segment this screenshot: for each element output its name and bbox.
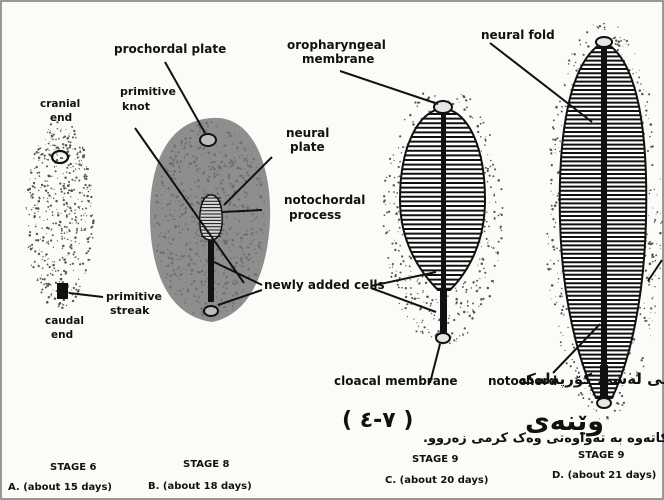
label-cloacal-membrane: cloacal membrane [334, 374, 458, 388]
label-oropharyngeal-2: membrane [302, 52, 374, 66]
stage-9d-title: STAGE 9 [578, 450, 625, 461]
label-neural-plate-1: neural [286, 126, 329, 140]
label-primitive-knot-2: knot [122, 100, 150, 113]
label-oropharyngeal-1: oropharyngeal [287, 38, 386, 52]
figure-number: ( ٧-٤ ) [342, 408, 413, 433]
label-newly-added-cells: newly added cells [264, 278, 385, 292]
stage-9d-caption: D. (about 21 days) [552, 470, 656, 481]
label-cranial: cranial [40, 98, 80, 110]
stage-8-title: STAGE 8 [183, 459, 230, 470]
stage-9c-title: STAGE 9 [412, 454, 459, 465]
caption-line-1: ئەم وێنەیە برگە برگە بوونی لەشی کۆرپەلەک… [518, 370, 664, 389]
embryo-stage-6 [26, 121, 103, 309]
stage-6-caption: A. (about 15 days) [8, 482, 112, 493]
neural-groove-c [441, 110, 446, 290]
primitive-streak-c [440, 288, 447, 334]
leader-streak [69, 293, 103, 297]
label-primitive-streak-1: primitive [106, 290, 162, 303]
label-caudal-end: end [51, 329, 73, 341]
stage-9c-caption: C. (about 20 days) [385, 475, 488, 486]
embryo-stage-9-c [383, 92, 504, 345]
oropharyngeal-membrane-d [596, 37, 612, 47]
label-primitive-streak-2: streak [110, 304, 150, 317]
label-neural-plate-2: plate [290, 140, 325, 154]
cloacal-membrane-c [436, 333, 450, 343]
stage-captions: STAGE 6 A. (about 15 days) STAGE 8 B. (a… [8, 450, 656, 493]
label-prochordal-plate: prochordal plate [114, 42, 226, 56]
embryo-stage-9-d [546, 23, 663, 420]
cloacal-membrane-b [204, 306, 218, 316]
figure-word: وێنەی [525, 406, 604, 437]
neural-groove-d [601, 44, 607, 398]
primitive-streak-a [57, 283, 68, 299]
label-primitive-knot-1: primitive [120, 85, 176, 98]
stipple-disc-a [26, 121, 95, 309]
stage-6-title: STAGE 6 [50, 462, 97, 473]
primitive-streak-b [208, 240, 214, 302]
label-neural-fold: neural fold [481, 28, 555, 42]
prochordal-plate-a [52, 151, 68, 163]
label-caudal: caudal [45, 315, 84, 327]
label-cranial-end: end [50, 112, 72, 124]
label-notochordal-2: process [289, 208, 341, 222]
notochordal-process-b [200, 195, 222, 240]
embryo-stage-8 [150, 118, 270, 322]
stage-8-caption: B. (about 18 days) [148, 481, 252, 492]
label-notochordal-1: notochordal [284, 193, 365, 207]
prochordal-plate-b [200, 134, 216, 146]
